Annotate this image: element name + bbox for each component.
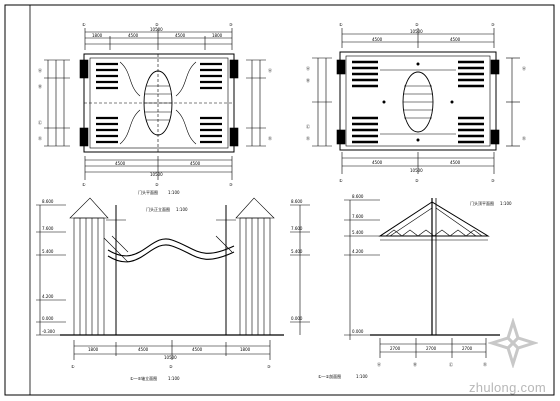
right-plan-title: 门头顶平面图 — [470, 200, 494, 206]
elev-left-dim-a: 1800 — [88, 347, 99, 352]
plan-left-axis-top-2: ② — [155, 22, 159, 27]
plan-right-axis-side-c: Ⓒ — [306, 123, 310, 129]
plan-left-axis-side-b: Ⓑ — [38, 83, 42, 89]
plan-left-louvers — [96, 62, 222, 144]
elev-left-level-r3: 5.400 — [291, 249, 303, 254]
plan-right-axis-side-a: Ⓐ — [306, 65, 310, 71]
elev-left-dim-b: 4500 — [138, 347, 149, 352]
elev-left-level-6: -0.300 — [42, 329, 55, 334]
plan-left-dim-bottom-a: 4500 — [115, 161, 126, 166]
left-section-scale: 1:100 — [168, 376, 180, 381]
plan-right-dim-bottom-total: 10500 — [410, 168, 423, 173]
elev-right-axis-b: Ⓑ — [413, 361, 417, 367]
right-plan-scale: 1:100 — [500, 201, 512, 206]
plan-left-dim-top-total: 10500 — [150, 27, 163, 32]
elev-left-level-r2: 7.600 — [291, 226, 303, 231]
plan-left-axis-side-c: Ⓒ — [38, 119, 42, 125]
elev-left-axis-1: ① — [71, 364, 75, 369]
plan-left-axis-bottom-2: ② — [155, 182, 159, 187]
elevation-left — [36, 197, 310, 360]
plan-left-axis-top-3: ③ — [229, 22, 233, 27]
elev-left-level-2: 7.600 — [42, 226, 54, 231]
plan-right-axis-side-b: Ⓑ — [306, 77, 310, 83]
plan-right-dim-top-total: 10500 — [410, 29, 423, 34]
elev-left-level-3: 5.400 — [42, 249, 54, 254]
elev-right-dim-a: 2700 — [390, 346, 401, 351]
left-section-title: ①—⑤轴立面图 — [130, 375, 157, 381]
elev-left-level-r5: 0.000 — [291, 316, 303, 321]
plan-right-axis-bottom-1: ① — [339, 178, 343, 183]
front-plan-title: 门头平面图 — [138, 189, 158, 195]
elev-right-level-3: 5.400 — [352, 230, 364, 235]
elev-right-dim-b: 2700 — [426, 346, 437, 351]
elevation-right — [344, 198, 500, 358]
plan-left-dim-top-d: 1800 — [212, 33, 223, 38]
plan-left — [44, 28, 266, 180]
front-plan-scale: 1:100 — [168, 190, 180, 195]
plan-left-axis-top-1: ① — [82, 22, 86, 27]
elev-right-level-2: 7.600 — [352, 214, 364, 219]
right-section-title: ①—①剖面图 — [318, 373, 341, 379]
plan-left-axis-side-a: Ⓐ — [38, 67, 42, 73]
plan-left-dim-top-c: 4500 — [175, 33, 186, 38]
plan-right-louvers — [352, 60, 484, 144]
elev-right-axis-d: Ⓓ — [483, 361, 487, 367]
elev-left-level-4: 4.200 — [42, 294, 54, 299]
plan-left-axis-side-d-r: Ⓓ — [268, 135, 272, 141]
elev-right-dim-c: 2700 — [462, 346, 473, 351]
plan-right-axis-side-d: Ⓓ — [306, 135, 310, 141]
plan-left-axis-bottom-1: ① — [82, 182, 86, 187]
elev-left-level-1: 8.600 — [42, 199, 54, 204]
plan-left-dim-top-b: 4500 — [128, 33, 139, 38]
plan-right-dim-bottom-b: 4500 — [450, 160, 461, 165]
watermark-text: zhulong.com — [468, 380, 546, 395]
right-section-scale: 1:100 — [356, 374, 368, 379]
plan-left-axis-side-a-r: Ⓐ — [268, 67, 272, 73]
plan-left-dim-top-a: 1800 — [92, 33, 103, 38]
plan-right-axis-top-2: ② — [415, 22, 419, 27]
elev-left-level-5: 0.000 — [42, 316, 54, 321]
plan-right-axis-top-1: ① — [339, 22, 343, 27]
elev-left-axis-2: ② — [169, 364, 173, 369]
plan-right-axis-side-d-r: Ⓓ — [522, 135, 526, 141]
plan-right-dim-top-b: 4500 — [450, 37, 461, 42]
elev-left-dim-c: 4500 — [192, 347, 203, 352]
plan-left-dim-bottom-b: 4500 — [190, 161, 201, 166]
plan-right-axis-top-3: ③ — [491, 22, 495, 27]
elev-left-dim-d: 1800 — [240, 347, 251, 352]
plan-left-axis-side-d: Ⓓ — [38, 135, 42, 141]
front-elev-scale: 1:100 — [176, 207, 188, 212]
plan-left-axis-bottom-3: ③ — [229, 182, 233, 187]
plan-right-dim-bottom-a: 4500 — [372, 160, 383, 165]
plan-right — [312, 28, 520, 174]
elev-left-level-r1: 8.600 — [291, 199, 303, 204]
front-elev-title: 门头正立面图 — [146, 206, 170, 212]
plan-right-axis-bottom-2: ② — [415, 178, 419, 183]
plan-right-axis-side-a-r: Ⓐ — [522, 65, 526, 71]
elev-left-axis-3: ③ — [267, 364, 271, 369]
plan-right-dim-top-a: 4500 — [372, 37, 383, 42]
elev-right-level-5: 0.000 — [352, 329, 364, 334]
elev-right-axis-a: Ⓐ — [377, 361, 381, 367]
zhulong-logo-icon — [488, 318, 538, 368]
elev-right-level-1: 8.600 — [352, 194, 364, 199]
elev-right-level-4: 4.200 — [352, 249, 364, 254]
plan-right-axis-bottom-3: ③ — [491, 178, 495, 183]
elev-right-axis-c: Ⓒ — [449, 361, 453, 367]
sheet-border — [4, 4, 555, 396]
plan-left-dim-bottom-total: 10500 — [150, 172, 163, 177]
elev-left-dim-total: 10500 — [164, 355, 177, 360]
